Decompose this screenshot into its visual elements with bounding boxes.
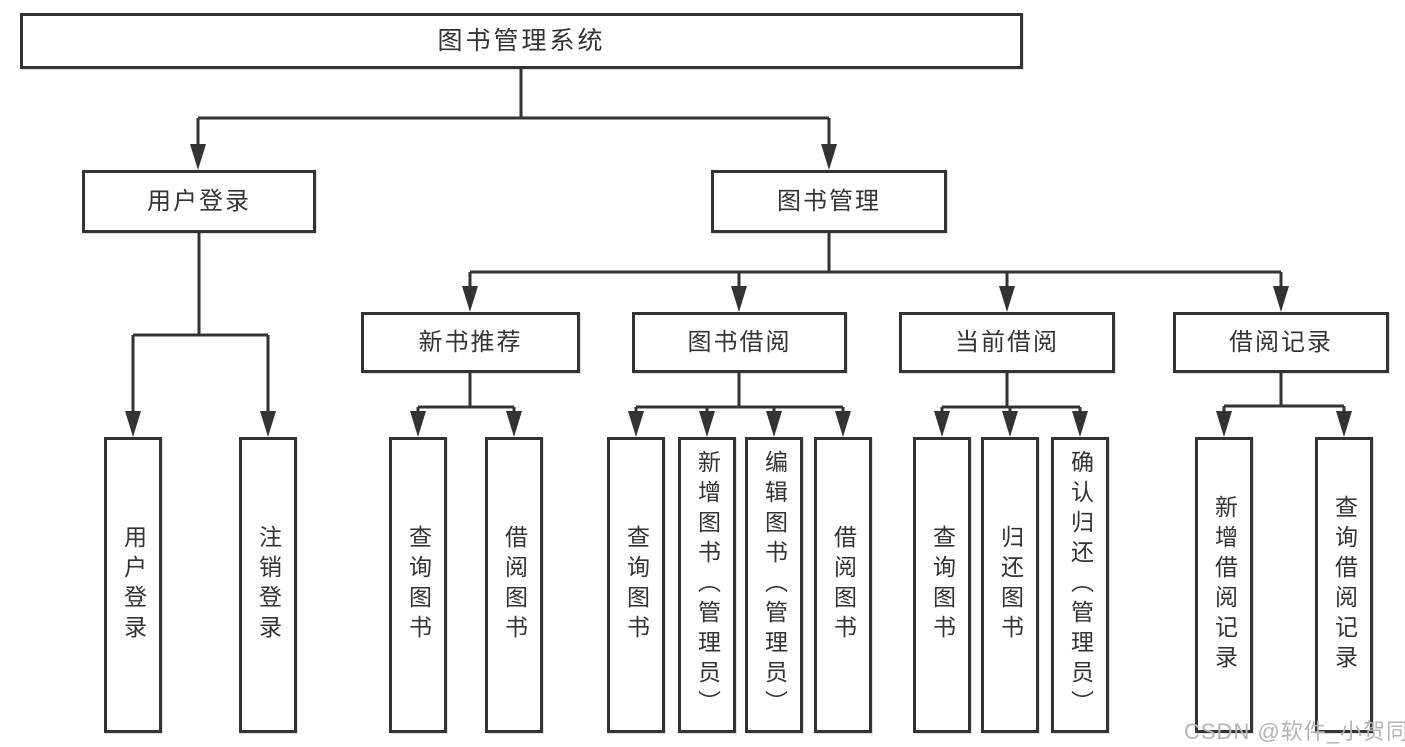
leaf-user-login-label: 用户登录 — [120, 525, 147, 645]
leaf-cb-query-books: 查询图书 — [913, 437, 971, 733]
node-new-book-recommend-label: 新书推荐 — [418, 328, 523, 356]
node-borrowing-records-label: 借阅记录 — [1229, 328, 1333, 356]
leaf-user-login: 用户登录 — [104, 437, 162, 733]
node-library-system: 图书管理系统 — [20, 13, 1023, 69]
leaf-bb-edit-books-admin-label: 编辑图书（管理员） — [761, 450, 788, 720]
node-book-management-label: 图书管理 — [777, 187, 881, 215]
leaf-cb-confirm-return-admin: 确认归还（管理员） — [1051, 437, 1109, 733]
leaf-bb-borrow-books: 借阅图书 — [814, 437, 872, 733]
node-current-borrowing-label: 当前借阅 — [955, 328, 1059, 356]
leaf-cb-confirm-return-admin-label: 确认归还（管理员） — [1067, 450, 1094, 720]
leaf-nbr-query-books: 查询图书 — [389, 437, 447, 733]
leaf-cb-return-books: 归还图书 — [981, 437, 1039, 733]
leaf-br-query-record: 查询借阅记录 — [1315, 437, 1373, 733]
leaf-bb-edit-books-admin: 编辑图书（管理员） — [745, 437, 803, 733]
leaf-bb-borrow-books-label: 借阅图书 — [830, 525, 857, 645]
node-book-borrowing: 图书借阅 — [632, 312, 847, 373]
leaf-bb-add-books-admin: 新增图书（管理员） — [678, 437, 736, 733]
node-new-book-recommend: 新书推荐 — [361, 312, 580, 373]
leaf-nbr-query-books-label: 查询图书 — [405, 525, 432, 645]
leaf-br-add-record: 新增借阅记录 — [1195, 437, 1253, 733]
node-borrowing-records: 借阅记录 — [1173, 312, 1389, 373]
node-book-management: 图书管理 — [711, 170, 947, 233]
node-user-login-label: 用户登录 — [147, 187, 251, 215]
leaf-br-add-record-label: 新增借阅记录 — [1211, 495, 1238, 675]
leaf-br-query-record-label: 查询借阅记录 — [1331, 495, 1358, 675]
csdn-watermark: CSDN @软件_小贺同学 — [1184, 719, 1405, 744]
leaf-cb-return-books-label: 归还图书 — [997, 525, 1024, 645]
leaf-bb-add-books-admin-label: 新增图书（管理员） — [694, 450, 721, 720]
leaf-nbr-borrow-books-label: 借阅图书 — [501, 525, 528, 645]
leaf-logout-label: 注销登录 — [255, 525, 282, 645]
node-library-system-label: 图书管理系统 — [437, 26, 606, 55]
node-user-login: 用户登录 — [82, 170, 316, 233]
leaf-bb-query-books-label: 查询图书 — [623, 525, 650, 645]
leaf-nbr-borrow-books: 借阅图书 — [485, 437, 543, 733]
node-book-borrowing-label: 图书借阅 — [687, 328, 792, 356]
leaf-bb-query-books: 查询图书 — [607, 437, 665, 733]
leaf-cb-query-books-label: 查询图书 — [929, 525, 956, 645]
node-current-borrowing: 当前借阅 — [899, 312, 1115, 373]
leaf-logout: 注销登录 — [239, 437, 297, 733]
